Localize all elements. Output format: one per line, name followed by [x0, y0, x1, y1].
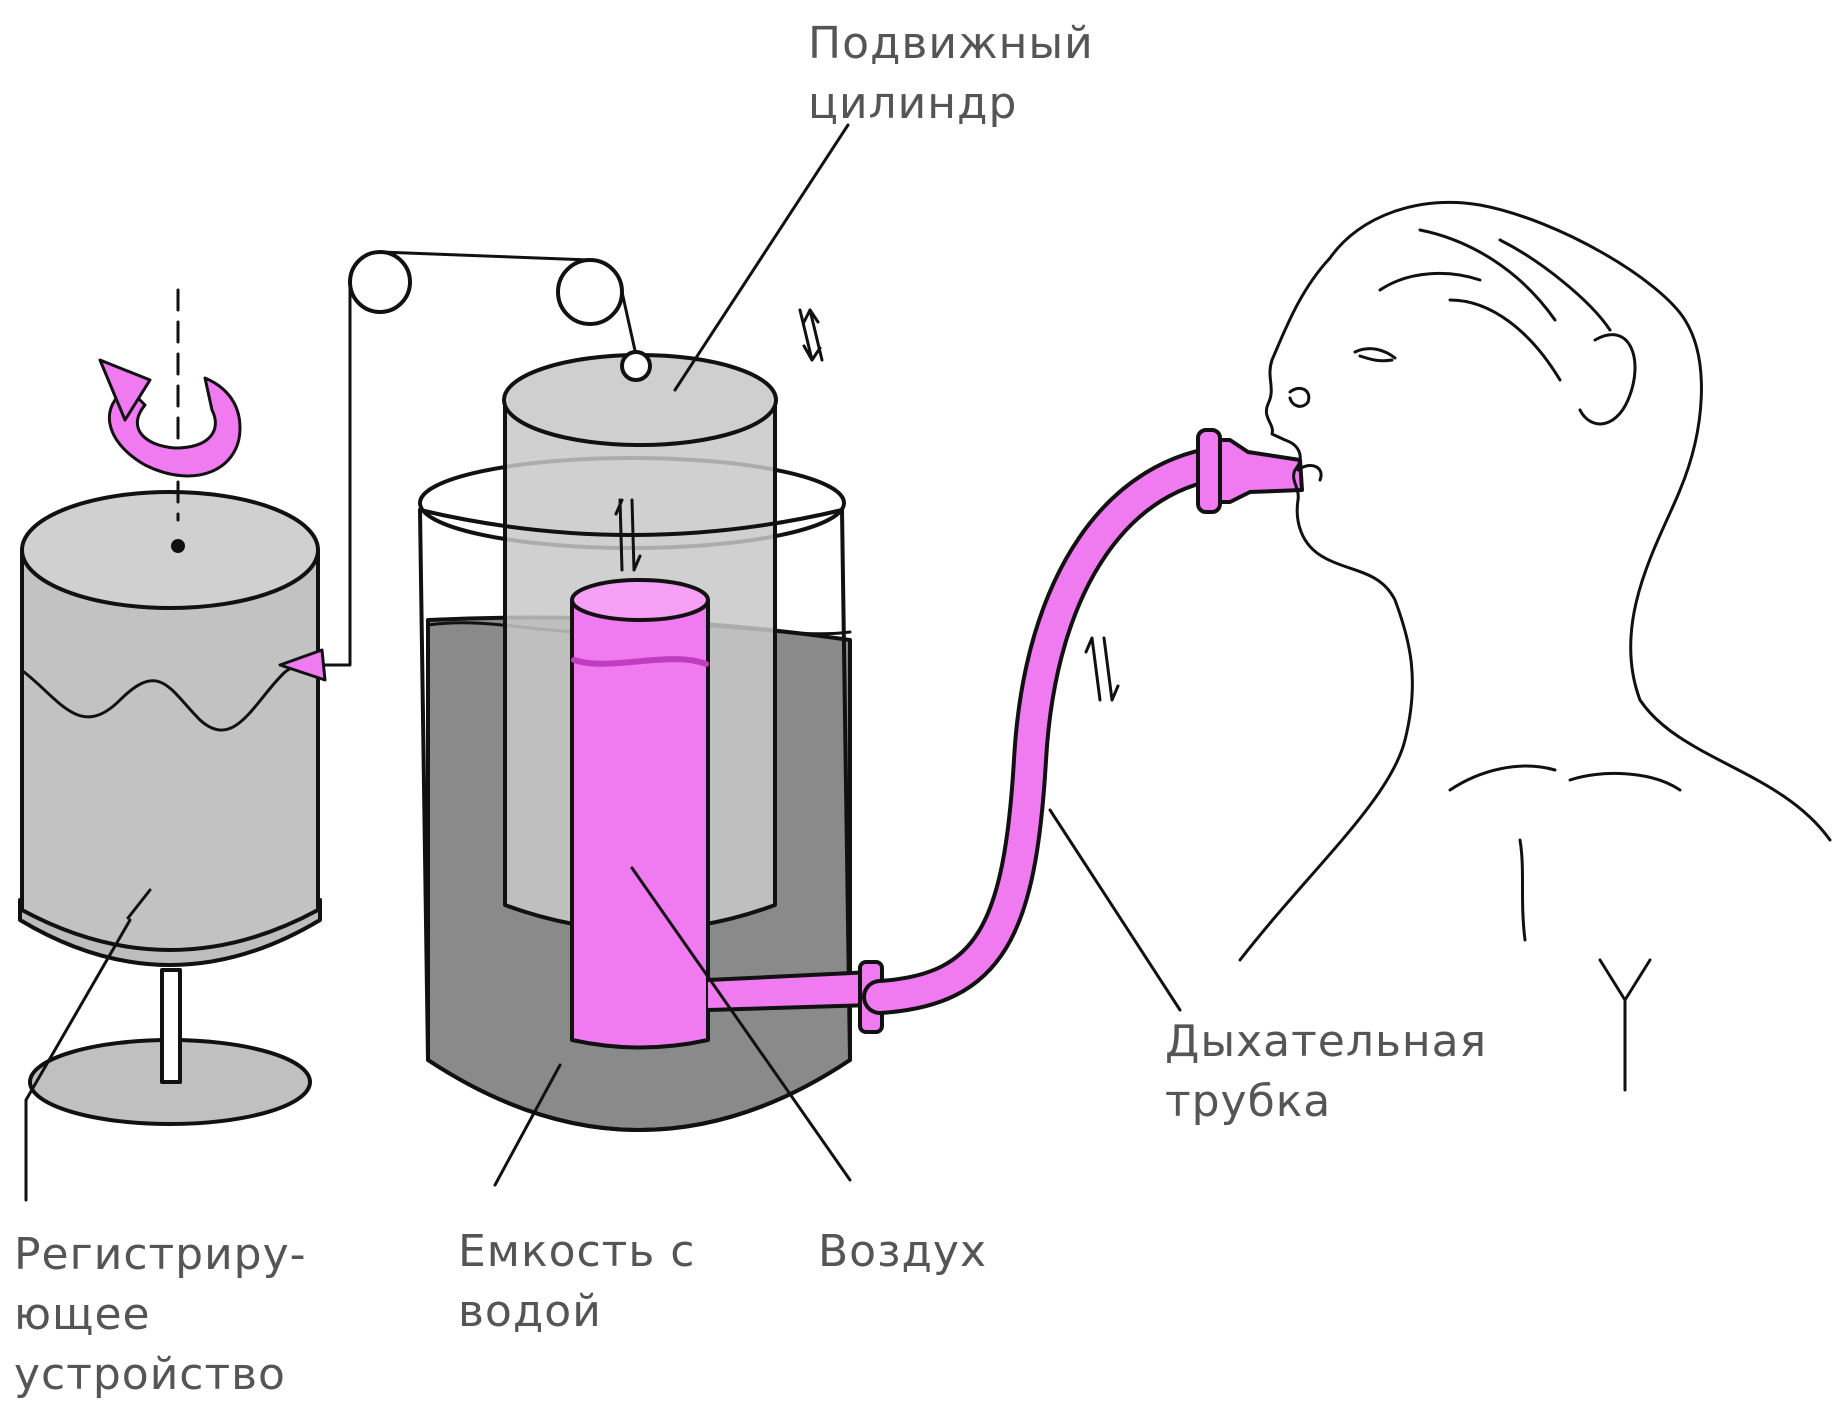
- person: [1240, 202, 1830, 1090]
- label-line: Воздух: [818, 1222, 987, 1282]
- air-tube-top: [572, 580, 708, 620]
- person-neck: [1450, 766, 1680, 940]
- label-line: Емкость с: [458, 1222, 695, 1282]
- breathing-tube: [880, 430, 1302, 997]
- outlet-pipe: [708, 972, 872, 1010]
- recording-drum: [20, 290, 325, 1124]
- person-chest: [1600, 960, 1650, 1090]
- leader-cylinder: [675, 125, 848, 390]
- label-line: цилиндр: [808, 74, 1094, 134]
- label-recording-device: Регистриру- ющее устройство: [14, 1225, 307, 1405]
- air-tube: [572, 600, 708, 1048]
- label-water-tank: Емкость с водой: [458, 1222, 695, 1342]
- drum-axis-dot: [173, 541, 183, 551]
- label-line: трубка: [1165, 1072, 1487, 1132]
- person-nostril: [1290, 388, 1309, 406]
- label-breathing-tube: Дыхательная трубка: [1165, 1012, 1487, 1132]
- cylinder-knob: [622, 352, 650, 380]
- label-line: водой: [458, 1282, 695, 1342]
- leader-tube: [1050, 810, 1180, 1010]
- label-line: Дыхательная: [1165, 1012, 1487, 1072]
- label-movable-cylinder: Подвижный цилиндр: [808, 14, 1094, 134]
- label-line: устройство: [14, 1345, 307, 1405]
- water-tank: [420, 310, 882, 1130]
- person-hair: [1380, 230, 1610, 380]
- tube-body: [880, 462, 1230, 997]
- label-line: ющее: [14, 1285, 307, 1345]
- person-ear: [1580, 335, 1635, 424]
- tube-arrows: [1086, 638, 1118, 700]
- pulley-right: [558, 260, 622, 324]
- drum-top: [22, 492, 318, 608]
- label-air: Воздух: [818, 1222, 987, 1282]
- pulley-string: [325, 282, 350, 665]
- cylinder-arrows: [800, 310, 822, 360]
- drum-stem: [162, 970, 180, 1082]
- person-profile: [1240, 258, 1412, 960]
- pulley-left: [350, 252, 410, 312]
- label-line: Регистриру-: [14, 1225, 307, 1285]
- label-line: Подвижный: [808, 14, 1094, 74]
